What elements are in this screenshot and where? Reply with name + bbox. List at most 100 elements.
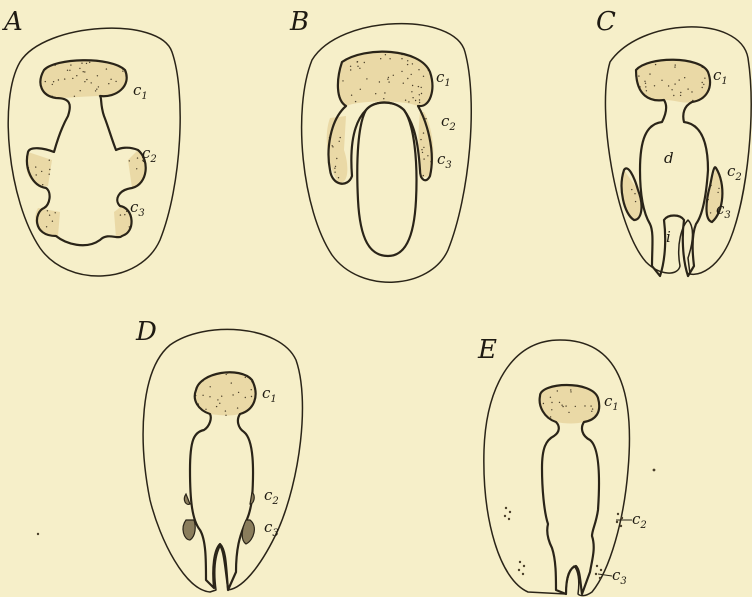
stipple-dot (136, 168, 137, 169)
stipple-dot (565, 405, 566, 406)
panel-c-i-label: i (666, 228, 671, 246)
stipple-dot (425, 118, 426, 119)
panel-e-speck (653, 469, 656, 472)
stipple-dot (675, 64, 676, 65)
stipple-dot (49, 215, 50, 216)
stipple-dot (661, 80, 662, 81)
stipple-dot (245, 377, 246, 378)
stipple-dot (84, 81, 85, 82)
stipple-dot (674, 66, 675, 67)
panel-b: B c1 c2 c3 (289, 7, 471, 282)
stipple-dot (64, 78, 65, 79)
stipple-dot (590, 405, 591, 406)
panel-a-c2-left (26, 152, 52, 186)
stipple-dot (108, 83, 109, 84)
stipple-dot (423, 158, 424, 159)
stipple-dot (591, 411, 592, 412)
stipple-dot (550, 397, 551, 398)
stipple-dot (96, 89, 97, 90)
stipple-dot (80, 90, 81, 91)
stipple-dot (718, 188, 719, 189)
stipple-dot (380, 58, 381, 59)
stipple-dot (237, 407, 238, 408)
stipple-dot (110, 79, 111, 80)
stipple-dot (412, 63, 413, 64)
stipple-dot (334, 172, 335, 173)
panel-c: C c1 c2 c3 d i (596, 7, 751, 276)
stipple-dot (680, 95, 681, 96)
stipple-dot (412, 85, 413, 86)
stipple-dot (120, 214, 121, 215)
stipple-dot (226, 374, 227, 375)
stipple-dot (388, 81, 389, 82)
stipple-dot (388, 77, 389, 78)
stipple-dot (559, 402, 560, 403)
stipple-dot (411, 91, 412, 92)
stipple-dot (79, 68, 80, 69)
panel-d-c2-left (184, 494, 190, 504)
stipple-dot (645, 86, 646, 87)
panel-d-c2-label: c2 (264, 486, 279, 507)
stipple-dot (561, 405, 562, 406)
stipple-dot (129, 160, 130, 161)
panel-c-c2-left (622, 170, 642, 220)
stipple-dot (124, 214, 125, 215)
stipple-dot (679, 79, 680, 80)
stipple-dot (691, 91, 692, 92)
panel-e-c2-label: c2 (632, 510, 647, 531)
stipple-dot (568, 412, 569, 413)
panel-a-c3-label: c3 (130, 198, 145, 219)
panel-e-c1-label: c1 (604, 392, 619, 413)
panel-a: A c1 c2 c3 (2, 7, 180, 276)
stipple-dot (408, 101, 409, 102)
stipple-dot (217, 399, 218, 400)
panel-c-c3-label: c3 (716, 200, 731, 221)
stipple-dot (340, 137, 341, 138)
stipple-dot (81, 63, 82, 64)
stipple-dot (419, 99, 420, 100)
stipple-dot (575, 406, 576, 407)
panel-b-c3-label: c3 (437, 150, 452, 171)
stipple-dot (332, 145, 333, 146)
stipple-dot (421, 93, 422, 94)
stipple-dot (70, 64, 71, 65)
stipple-dot (351, 95, 352, 96)
stipple-dot (232, 394, 233, 395)
stipple-dot (89, 62, 90, 63)
stipple-dot (638, 75, 639, 76)
stipple-dot (702, 82, 703, 83)
stipple-dot (86, 79, 87, 80)
stipple-dot (350, 66, 351, 67)
stipple-dot (375, 93, 376, 94)
stipple-dot (36, 174, 37, 175)
stipple-dot (52, 84, 53, 85)
stipple-dot (98, 86, 99, 87)
stipple-dot (702, 87, 703, 88)
stipple-dot (74, 96, 75, 97)
stipple-dot (76, 75, 77, 76)
stipple-dot (420, 139, 421, 140)
stipple-dot (334, 168, 335, 169)
stipple-dot (384, 92, 385, 93)
stipple-dot (407, 64, 408, 65)
stipple-dot (570, 391, 571, 392)
stipple-dot (570, 389, 571, 390)
stipple-dot (251, 389, 252, 390)
stipple-dot (137, 157, 138, 158)
stipple-dot (359, 68, 360, 69)
panel-d-c1-label: c1 (262, 384, 277, 405)
stipple-dot (673, 95, 674, 96)
stipple-dot (342, 80, 343, 81)
stipple-dot (703, 84, 704, 85)
panel-c-d-label: d (664, 149, 674, 167)
stipple-dot (645, 83, 646, 84)
stipple-dot (106, 68, 107, 69)
stipple-dot (245, 397, 246, 398)
panel-c-c2-label: c2 (727, 162, 742, 183)
stipple-dot (91, 82, 92, 83)
panel-d-c3-left (183, 520, 195, 540)
stipple-dot (336, 158, 337, 159)
stipple-dot (97, 75, 98, 76)
stipple-dot (383, 98, 384, 99)
